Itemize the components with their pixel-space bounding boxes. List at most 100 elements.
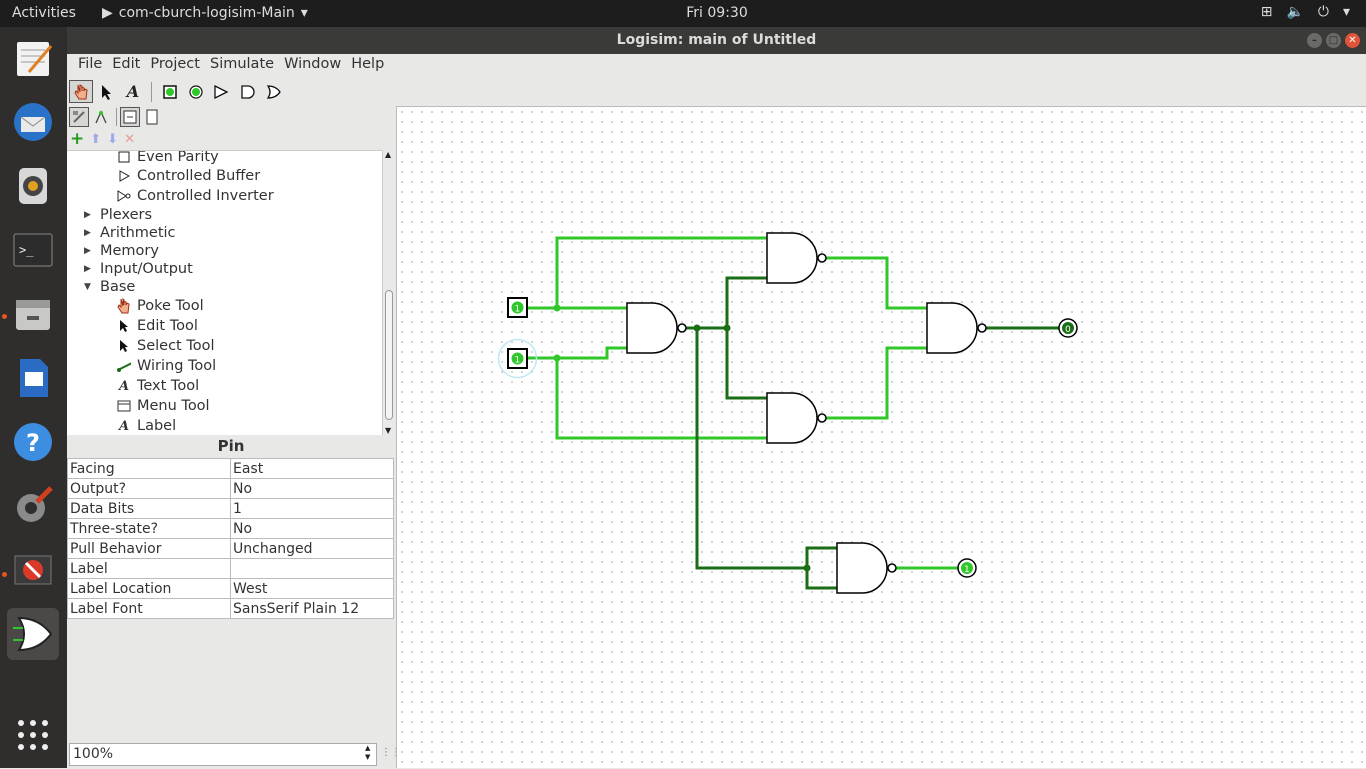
circuit-canvas[interactable]: 1 1 0 1 <box>396 106 1366 768</box>
attribute-row[interactable]: Label <box>67 558 394 579</box>
attribute-value[interactable] <box>230 558 394 579</box>
nand-gate-1[interactable] <box>626 302 687 354</box>
menu-edit[interactable]: Edit <box>112 56 141 72</box>
tree-item-label-tool[interactable]: A Label <box>117 416 176 435</box>
tree-item-edit-tool[interactable]: Edit Tool <box>117 316 198 336</box>
minimize-icon[interactable]: – <box>1307 33 1322 48</box>
attribute-row[interactable]: Output?No <box>67 478 394 499</box>
menu-help[interactable]: Help <box>351 56 385 72</box>
attribute-value[interactable]: No <box>230 518 394 539</box>
delete-circuit-icon[interactable]: ✕ <box>124 131 135 147</box>
zoom-spinner-icon[interactable]: ▲▼ <box>365 744 371 761</box>
nand-gate-3[interactable] <box>766 392 827 444</box>
attribute-value[interactable]: No <box>230 478 394 499</box>
blocked-app-icon[interactable] <box>7 544 59 596</box>
add-circuit-icon[interactable]: + <box>70 129 85 149</box>
writer-icon[interactable] <box>7 352 59 404</box>
edit-arrow-icon[interactable] <box>95 80 119 103</box>
help-icon[interactable]: ? <box>7 416 59 468</box>
layout-editor-icon[interactable] <box>120 107 140 127</box>
tree-item-controlled-buffer[interactable]: Controlled Buffer <box>117 166 260 186</box>
settings-icon[interactable] <box>7 480 59 532</box>
expand-arrow-icon[interactable]: ▶ <box>84 210 91 220</box>
network-icon[interactable]: ⊞ <box>1260 4 1273 20</box>
tree-item-base[interactable]: ▼ Base <box>84 277 135 297</box>
collapse-arrow-icon[interactable]: ▼ <box>84 282 91 292</box>
chevron-down-icon[interactable]: ▾ <box>1342 4 1350 20</box>
move-up-icon[interactable]: ⬆ <box>90 131 102 147</box>
volume-icon[interactable]: 🔈 <box>1286 4 1304 20</box>
window-title-bar[interactable]: Logisim: main of Untitled – □ ✕ <box>67 27 1366 54</box>
nand-gate-4[interactable] <box>926 302 987 354</box>
or-gate-icon[interactable] <box>262 80 286 103</box>
tree-item-wiring-tool[interactable]: Wiring Tool <box>117 356 216 376</box>
attribute-row[interactable]: Three-state?No <box>67 518 394 539</box>
menu-file[interactable]: File <box>78 56 103 72</box>
tree-item-memory[interactable]: ▶ Memory <box>84 241 159 261</box>
tree-item-poke-tool[interactable]: Poke Tool <box>117 296 204 316</box>
app-menu[interactable]: ▶ com-cburch-logisim-Main ▾ <box>102 5 308 21</box>
scroll-up-arrow-icon[interactable]: ▲ <box>385 150 392 159</box>
rhythmbox-icon[interactable] <box>7 160 59 212</box>
input-pin-icon[interactable] <box>158 80 182 103</box>
attribute-value[interactable]: SansSerif Plain 12 <box>230 598 394 619</box>
tree-item-plexers[interactable]: ▶ Plexers <box>84 205 152 225</box>
output-led-main[interactable]: 0 <box>1058 318 1078 338</box>
tree-item-controlled-inverter[interactable]: Controlled Inverter <box>117 186 274 206</box>
files-icon[interactable] <box>7 288 59 340</box>
attribute-key: Data Bits <box>67 498 231 519</box>
menu-window[interactable]: Window <box>284 56 342 72</box>
not-gate-icon[interactable] <box>210 80 234 103</box>
attribute-value[interactable]: West <box>230 578 394 599</box>
terminal-icon[interactable]: >_ <box>7 224 59 276</box>
system-tray[interactable]: ⊞ 🔈 ⏻ ▾ <box>1261 4 1350 20</box>
toolbox-view-icon[interactable] <box>69 107 89 127</box>
tree-item-input-output[interactable]: ▶ Input/Output <box>84 259 193 279</box>
menu-simulate[interactable]: Simulate <box>209 56 275 72</box>
input-pin-a[interactable]: 1 <box>507 297 528 318</box>
and-gate-icon[interactable] <box>236 80 260 103</box>
attribute-value[interactable]: Unchanged <box>230 538 394 559</box>
output-led-secondary[interactable]: 1 <box>957 558 977 578</box>
tree-item-arithmetic[interactable]: ▶ Arithmetic <box>84 223 176 243</box>
scroll-down-arrow-icon[interactable]: ▼ <box>385 426 392 435</box>
tree-item-even-parity[interactable]: Even Parity <box>117 151 219 167</box>
nand-gate-2[interactable] <box>766 232 827 284</box>
show-apps-grid-icon[interactable] <box>7 709 59 761</box>
tree-item-select-tool[interactable]: Select Tool <box>117 336 215 356</box>
close-icon[interactable]: ✕ <box>1345 33 1360 48</box>
text-editor-icon[interactable] <box>7 32 59 84</box>
maximize-icon[interactable]: □ <box>1326 33 1341 48</box>
expand-arrow-icon[interactable]: ▶ <box>84 228 91 238</box>
appearance-editor-icon[interactable] <box>142 107 162 127</box>
tree-scrollbar[interactable]: ▲ ▼ <box>382 150 395 435</box>
clock[interactable]: Fri 09:30 <box>686 5 748 21</box>
nand-gate-5[interactable] <box>836 542 897 594</box>
menu-project[interactable]: Project <box>150 56 200 72</box>
grid-toggle-icon[interactable]: ⋮⋮ <box>381 747 401 758</box>
expand-arrow-icon[interactable]: ▶ <box>84 246 91 256</box>
input-pin-b[interactable]: 1 <box>507 348 528 369</box>
logisim-icon[interactable] <box>7 608 59 660</box>
tree-item-menu-tool[interactable]: Menu Tool <box>117 396 210 416</box>
poke-hand-icon[interactable] <box>69 80 93 103</box>
scrollbar-thumb[interactable] <box>385 290 393 420</box>
zoom-input[interactable]: 100% <box>69 743 377 766</box>
move-down-icon[interactable]: ⬇ <box>107 131 119 147</box>
thunderbird-icon[interactable] <box>7 96 59 148</box>
power-icon[interactable]: ⏻ <box>1317 4 1329 20</box>
attribute-value[interactable]: 1 <box>230 498 394 519</box>
text-a-icon[interactable]: A <box>126 82 140 101</box>
activities-button[interactable]: Activities <box>12 5 76 21</box>
output-pin-icon[interactable] <box>184 80 208 103</box>
tree-item-text-tool[interactable]: A Text Tool <box>117 376 199 396</box>
simulation-tree-icon[interactable] <box>91 107 111 127</box>
arrow-cursor-icon <box>117 338 131 354</box>
expand-arrow-icon[interactable]: ▶ <box>84 264 91 274</box>
attribute-value[interactable]: East <box>230 458 394 479</box>
